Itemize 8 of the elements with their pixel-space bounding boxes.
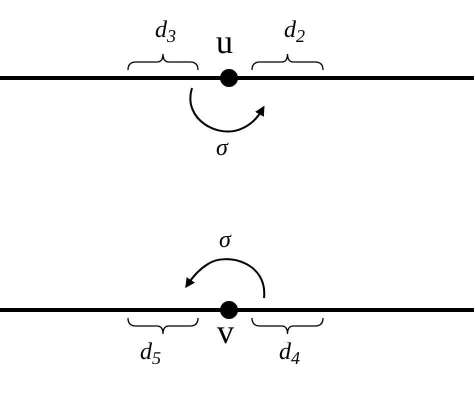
distance-label: d$_{5}$ — [140, 340, 161, 364]
rotation-label: σ — [219, 228, 231, 252]
distance-label: d$_{3}$ — [155, 18, 176, 42]
distance-label: d$_{2}$ — [284, 18, 305, 42]
rotation-label: σ — [216, 136, 228, 160]
distance-label: d$_{4}$ — [279, 340, 300, 364]
vertex-label: v — [217, 316, 234, 350]
vertex-label: u — [216, 26, 233, 60]
